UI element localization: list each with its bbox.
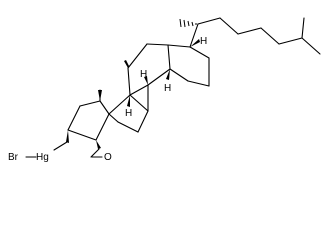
mercury-label: Hg [36, 152, 49, 163]
oxygen-label: O [104, 152, 112, 163]
side-chain [179, 17, 321, 55]
c20-hashed-methyl [179, 18, 197, 28]
hydrogen-label-c17: H [200, 36, 207, 47]
ring-d [167, 44, 210, 87]
aldehyde-wedge [96, 140, 101, 149]
c10-methyl-wedge [124, 60, 129, 68]
ch2-wedge [66, 130, 69, 143]
c13-methyl-wedge [98, 90, 102, 101]
aldehyde-group: O [90, 140, 112, 163]
hydrogen-label-c9: H [125, 108, 132, 119]
c14-h-wedge [166, 69, 170, 80]
bromine-label: Br [8, 152, 19, 163]
ring-a [67, 100, 110, 141]
steroid-structure-diagram: H H H H O Hg Br [8, 17, 321, 163]
ring-b [108, 94, 149, 133]
angular-methyls [98, 60, 129, 102]
hydrogen-label-c14: H [164, 83, 171, 94]
ring-c [127, 43, 171, 112]
c17-h-wedge [190, 39, 200, 47]
bromomercurio-methyl: Hg Br [8, 130, 69, 163]
junction-hydrogens: H H H H [125, 36, 207, 119]
c9-h-wedge [127, 95, 130, 107]
c8-h-wedge [144, 76, 148, 85]
hydrogen-label-c8: H [140, 69, 147, 80]
